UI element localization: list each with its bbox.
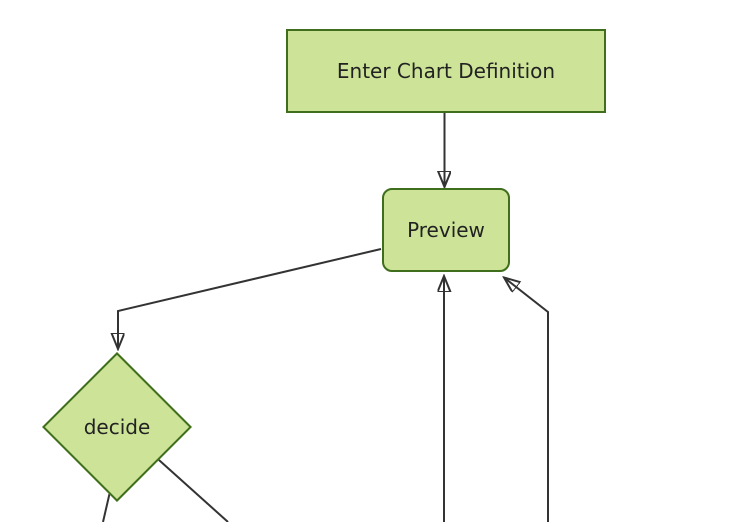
node-enter-chart-definition: Enter Chart Definition [286, 29, 606, 113]
edge-bottom-right-to-preview [504, 278, 549, 522]
node-enter-chart-definition-label: Enter Chart Definition [336, 59, 556, 83]
node-decide-label: decide [83, 415, 151, 439]
node-preview: Preview [382, 188, 510, 272]
node-decide-label-wrap: decide [42, 352, 192, 502]
node-preview-label: Preview [407, 218, 485, 242]
edge-preview-to-decide [118, 248, 382, 349]
